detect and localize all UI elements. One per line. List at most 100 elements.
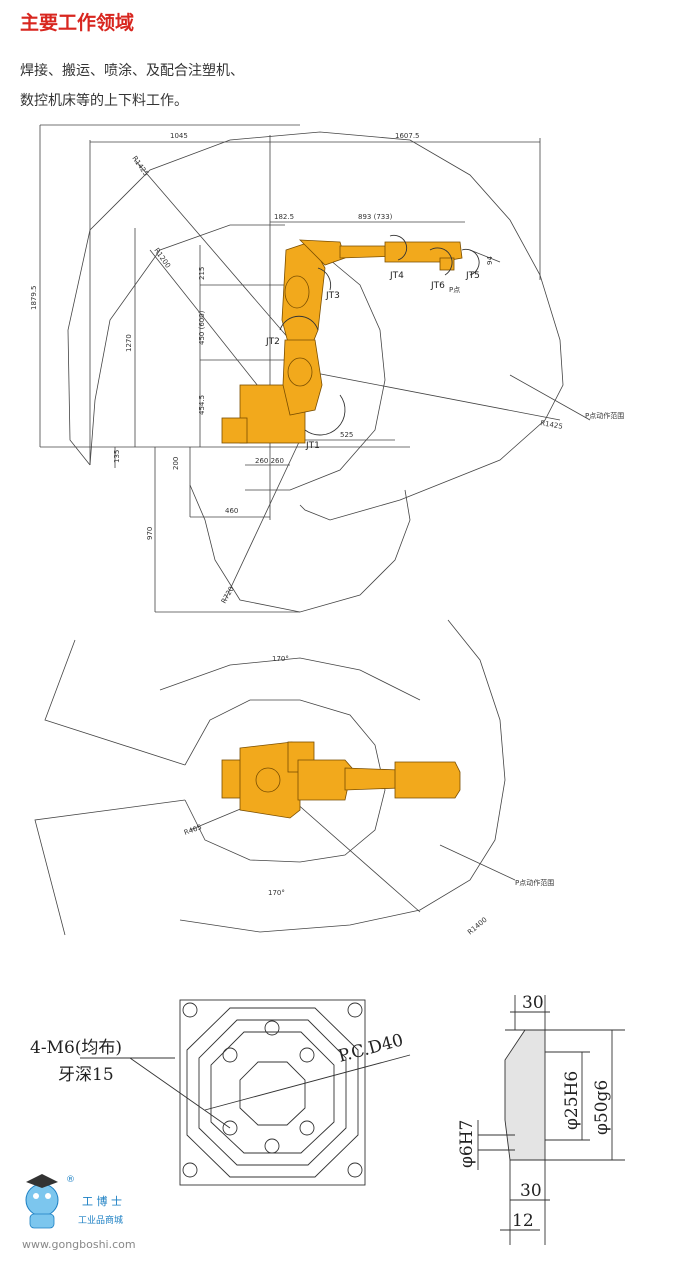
- flange-outer-octagon: [186, 1007, 359, 1178]
- robot-base-box: [221, 417, 248, 444]
- logo-url: www.gongboshi.com: [22, 1238, 136, 1251]
- flange-bolt-hole-c: [222, 1120, 238, 1136]
- top-radius-1400: R1400: [466, 916, 489, 937]
- dim-1270: 1270: [125, 334, 133, 352]
- top-range-label: P点动作范围: [515, 878, 554, 887]
- dim-1045: 1045: [170, 132, 188, 140]
- flange-bolt-hole-top: [264, 1020, 280, 1036]
- label-jt6: JT6: [430, 281, 445, 291]
- radius-1425-a: R1425: [130, 155, 150, 178]
- side-range-label: P点动作范围: [585, 411, 624, 420]
- jt2-hub: [287, 357, 313, 387]
- dim-94: 94: [486, 256, 494, 265]
- description-line-1: 焊接、搬运、喷涂、及配合注塑机、: [20, 63, 244, 79]
- label-jt2: JT2: [265, 337, 280, 347]
- flange-corner-hole-tr: [347, 1002, 363, 1018]
- robot-top-upper: [297, 759, 353, 801]
- flange-dim-12: 12: [512, 1211, 534, 1231]
- radius-line-1425-right: [299, 369, 561, 421]
- mascot-head-icon: [25, 1183, 59, 1217]
- flange-bolt-hole-a: [222, 1047, 238, 1063]
- logo-name: 工 博 士: [82, 1195, 122, 1208]
- brand-logo: 工 博 士 工业品商城 ® www.gongboshi.com: [22, 1174, 136, 1251]
- dim-970: 970: [146, 527, 154, 540]
- description: 焊接、搬运、喷涂、及配合注塑机、 数控机床等的上下料工作。: [20, 56, 244, 116]
- dim-1607: 1607.5: [395, 132, 420, 140]
- flange-bolt-hole-b: [299, 1047, 315, 1063]
- radius-1425-b: R1425: [540, 419, 564, 431]
- dim-135: 135: [113, 450, 121, 463]
- flange-dim-30-bottom: 30: [520, 1181, 542, 1201]
- flange-corner-hole-tl: [182, 1002, 198, 1018]
- label-p: P点: [449, 286, 460, 294]
- robot-top-wrist: [394, 761, 461, 799]
- mascot-eye-left-icon: [33, 1193, 39, 1199]
- mascot-eye-right-icon: [45, 1193, 51, 1199]
- logo-sub: 工业品商城: [78, 1214, 123, 1226]
- top-angle-bottom: 170°: [268, 889, 285, 897]
- dim-182: 182.5: [274, 213, 294, 221]
- flange-phi25: φ25H6: [562, 1071, 582, 1130]
- top-range-leader: [439, 844, 516, 881]
- inner-reach-envelope-right: [245, 259, 386, 491]
- robot-top-forearm: [344, 767, 401, 791]
- label-jt4: JT4: [389, 271, 404, 281]
- mascot-body-icon: [29, 1213, 55, 1229]
- robot-top: [221, 741, 461, 819]
- top-outer-arc: [159, 657, 421, 701]
- logo-registered: ®: [66, 1175, 75, 1185]
- label-jt5: JT5: [465, 271, 480, 281]
- flange-front: [80, 999, 411, 1186]
- range-leader: [509, 374, 591, 421]
- flange-center-octagon: [239, 1061, 306, 1126]
- label-jt1: JT1: [305, 441, 320, 451]
- top-inner-envelope: [184, 699, 386, 863]
- jt1-arrow: [304, 394, 346, 436]
- dim-215: 215: [198, 267, 206, 280]
- flange-bolt-hole-bottom: [264, 1138, 280, 1154]
- flange-dim-30-top: 30: [522, 993, 544, 1013]
- dim-450: 450 (600): [198, 310, 206, 345]
- flange-inner-octagon: [210, 1031, 335, 1154]
- top-outer-envelope-lower: [34, 799, 186, 936]
- jt2-arrow: [279, 315, 319, 331]
- flange-thread-spec: 4-M6(均布): [30, 1038, 122, 1058]
- flange-mid-octagon: [198, 1019, 347, 1166]
- flange-phi50: φ50g6: [592, 1080, 612, 1135]
- dim-line-94: [469, 249, 501, 263]
- flange-thread-depth: 牙深15: [58, 1065, 114, 1085]
- radius-line-720: [224, 439, 301, 601]
- flange-outer-square: [179, 999, 366, 1186]
- dim-1879: 1879.5: [30, 286, 38, 311]
- pcd-leader: [204, 1054, 411, 1111]
- radius-line-1425: [134, 159, 291, 341]
- flange-bolt-hole-d: [299, 1120, 315, 1136]
- jt5-arrow: [461, 248, 480, 276]
- label-jt3: JT3: [325, 291, 340, 301]
- dim-454: 454.5: [198, 395, 206, 415]
- flange-section: [477, 995, 625, 1245]
- jt6-arrow: [429, 247, 453, 276]
- mascot-cap-icon: [26, 1174, 58, 1188]
- jt3-hub: [284, 275, 310, 309]
- dim-460: 460: [225, 507, 238, 515]
- top-angle-top: 170°: [272, 655, 289, 663]
- radius-720: R720: [220, 585, 236, 605]
- dim-260: 260 260: [255, 457, 284, 465]
- lower-reach-envelope: [189, 484, 411, 613]
- jt4-arrow: [389, 234, 408, 261]
- jt3-arrow: [317, 267, 332, 291]
- robot-wrist: [439, 257, 455, 271]
- flange-section-body: [504, 1029, 546, 1161]
- flange-corner-hole-br: [347, 1162, 363, 1178]
- top-outer-envelope: [44, 639, 186, 766]
- top-radius-465: R465: [183, 823, 203, 837]
- side-view: [39, 124, 591, 613]
- thread-leader: [129, 1057, 231, 1129]
- flange-pcd: P.C.D40: [336, 1030, 405, 1067]
- robot-top-jt1: [255, 767, 281, 793]
- page-title: 主要工作领域: [20, 12, 135, 34]
- flange-corner-hole-bl: [182, 1162, 198, 1178]
- top-outer-arc-right: [179, 619, 506, 933]
